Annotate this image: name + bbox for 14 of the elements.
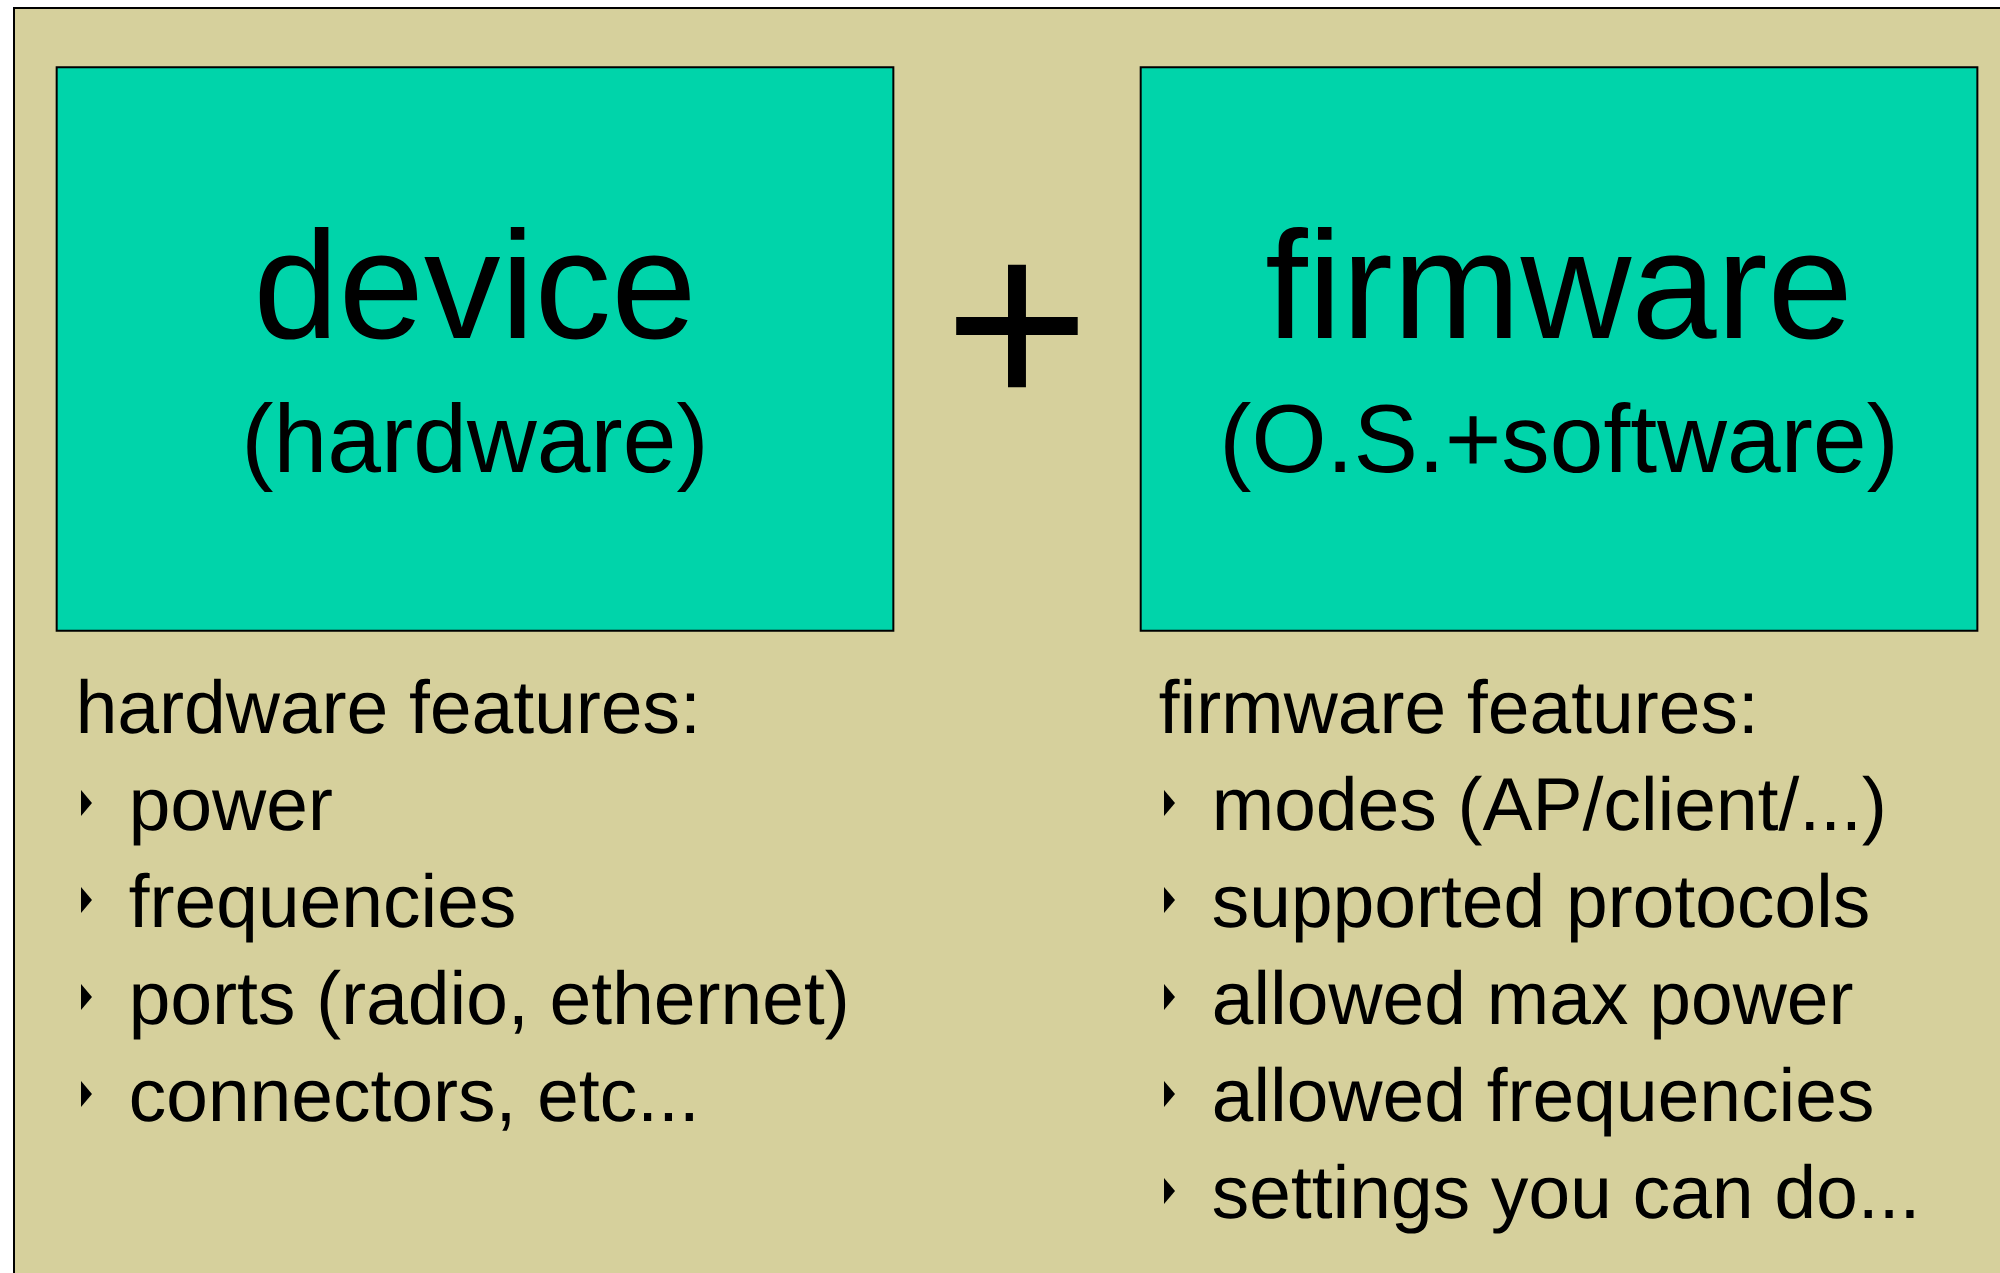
list-heading: hardware features: xyxy=(80,678,695,734)
list-heading: firmware features: xyxy=(1159,678,1752,734)
bullet-item: frequencies xyxy=(81,872,514,943)
text-box: firmware (O.S.+software) xyxy=(1139,66,1979,632)
bullet-item: supported protocols xyxy=(1164,872,1868,943)
bullet-item: allowed max power xyxy=(1164,969,1853,1040)
text-box: device (hardware) xyxy=(55,66,895,632)
bullet-item: settings you can do... xyxy=(1164,1163,1914,1234)
plus-sign: + xyxy=(956,264,1078,388)
bullet-item: ports (radio, ethernet) xyxy=(81,969,846,1040)
bullet-item: power xyxy=(81,789,332,846)
bullet-item: connectors, etc... xyxy=(81,1072,693,1131)
bullet-item: allowed frequencies xyxy=(1164,1066,1872,1137)
bullet-item: modes (AP/client/...) xyxy=(1164,775,1883,846)
